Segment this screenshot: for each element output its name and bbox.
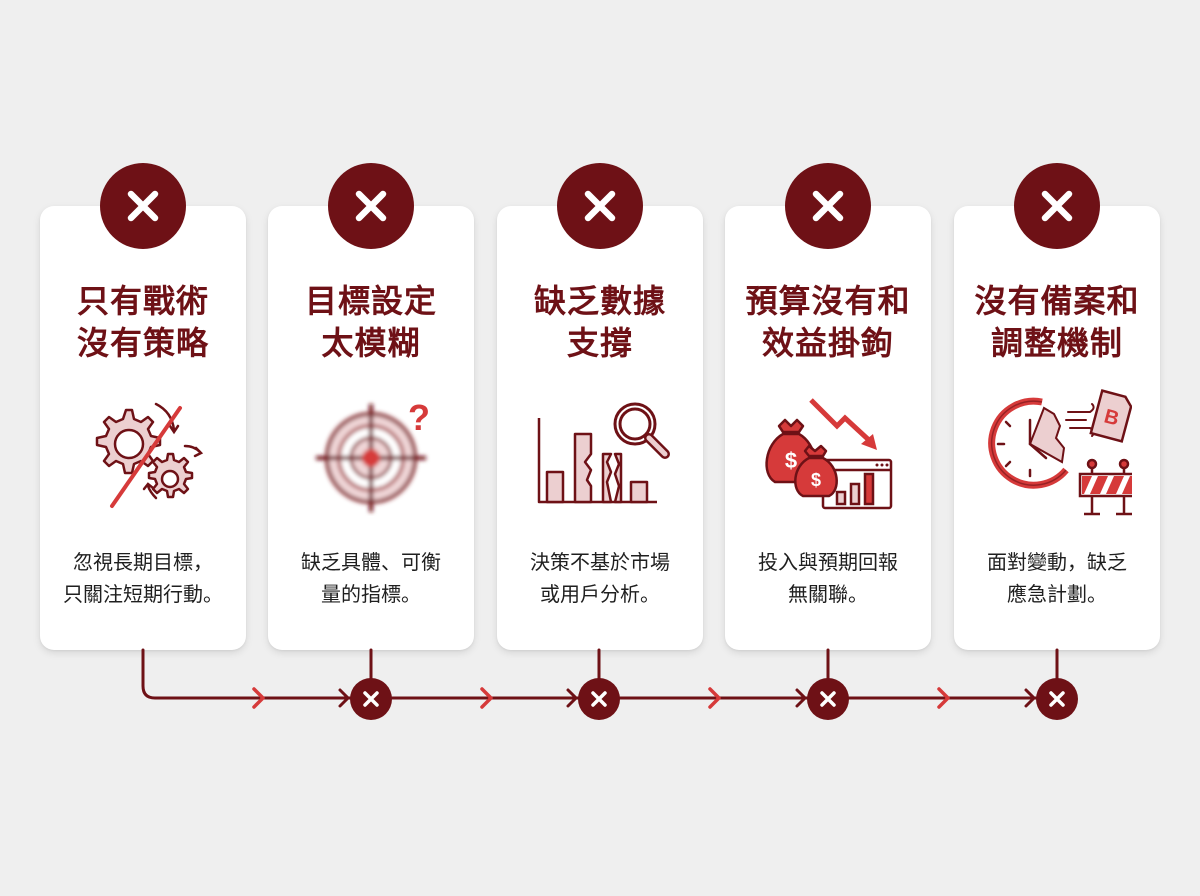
broken-gears-icon (95, 402, 204, 508)
card-vague-goals: 目標設定 太模糊 ? 缺乏具體、可衡 量的指標。 (268, 206, 474, 650)
broken-bar-chart-magnifier-icon (537, 402, 670, 504)
card-title: 只有戰術 沒有策略 (76, 282, 209, 362)
card-budget-roi: 預算沒有和 效益掛鉤 $ $ 投入與預期回報 無關聯。 (725, 206, 931, 650)
x-icon (1049, 691, 1065, 707)
money-bags-declining-chart-icon: $ $ (765, 398, 893, 510)
flow-node-3 (807, 678, 849, 720)
x-icon (812, 190, 844, 222)
x-icon (127, 190, 159, 222)
card-title: 沒有備案和 調整機制 (974, 282, 1140, 362)
card-description: 決策不基於市場 或用戶分析。 (530, 550, 670, 606)
svg-text:B: B (1102, 405, 1122, 430)
svg-text:$: $ (811, 470, 821, 490)
card-2-badge (328, 163, 414, 249)
card-tactics-no-strategy: 只有戰術 沒有策略 忽視長期目標， 只關注短期行動。 (40, 206, 246, 650)
card-title: 預算沒有和 效益掛鉤 (745, 282, 911, 362)
card-description: 面對變動，缺乏 應急計劃。 (987, 550, 1127, 606)
flow-node-1 (350, 678, 392, 720)
chevron-right-icon (480, 687, 493, 709)
svg-text:$: $ (785, 448, 797, 473)
blurry-target-question-icon: ? (316, 397, 430, 512)
card-lack-data: 缺乏數據 支撐 決策不基於市場 或用戶分析。 (497, 206, 703, 650)
x-icon (584, 190, 616, 222)
card-title: 目標設定 太模糊 (304, 282, 437, 362)
card-3-badge (557, 163, 643, 249)
card-5-badge (1014, 163, 1100, 249)
card-4-badge (785, 163, 871, 249)
broken-clock-plan-b-barrier-icon: B (988, 389, 1132, 516)
card-description: 忽視長期目標， 只關注短期行動。 (63, 550, 223, 606)
flow-node-2 (578, 678, 620, 720)
chevron-right-icon (937, 687, 950, 709)
card-description: 投入與預期回報 無關聯。 (758, 550, 898, 606)
x-icon (820, 691, 836, 707)
question-mark-icon: ? (408, 397, 430, 438)
chevron-right-icon (708, 687, 721, 709)
x-icon (591, 691, 607, 707)
x-icon (1041, 190, 1073, 222)
card-description: 缺乏具體、可衡 量的指標。 (301, 550, 441, 606)
x-icon (355, 190, 387, 222)
flow-node-4 (1036, 678, 1078, 720)
x-icon (363, 691, 379, 707)
card-no-backup-plan: 沒有備案和 調整機制 B (954, 206, 1160, 650)
card-1-badge (100, 163, 186, 249)
chevron-right-icon (252, 687, 265, 709)
card-title: 缺乏數據 支撐 (533, 282, 666, 362)
